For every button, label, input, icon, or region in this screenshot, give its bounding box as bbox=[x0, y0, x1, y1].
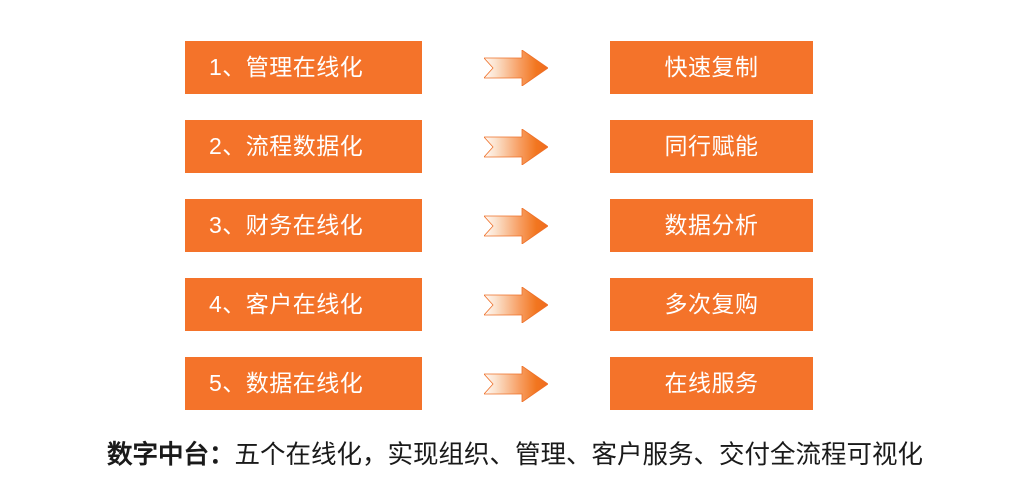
stage-box-right[interactable]: 数据分析 bbox=[610, 199, 813, 252]
flow-row: 5、数据在线化 在线服务 bbox=[185, 357, 813, 410]
stage-label-left: 1、管理在线化 bbox=[209, 54, 364, 80]
stage-box-left[interactable]: 2、流程数据化 bbox=[185, 120, 422, 173]
right-arrow-icon bbox=[422, 120, 610, 173]
caption: 数字中台：五个在线化，实现组织、管理、客户服务、交付全流程可视化 bbox=[0, 440, 1030, 471]
flow-row: 3、财务在线化 数据分析 bbox=[185, 199, 813, 252]
stage-box-left[interactable]: 3、财务在线化 bbox=[185, 199, 422, 252]
stage-label-left: 4、客户在线化 bbox=[209, 291, 364, 317]
right-arrow-icon bbox=[422, 199, 610, 252]
right-arrow-icon bbox=[422, 41, 610, 94]
stage-label-right: 在线服务 bbox=[664, 370, 759, 396]
stage-box-right[interactable]: 多次复购 bbox=[610, 278, 813, 331]
caption-body: 五个在线化，实现组织、管理、客户服务、交付全流程可视化 bbox=[234, 441, 924, 469]
stage-label-right: 快速复制 bbox=[664, 54, 759, 80]
right-arrow-icon bbox=[422, 357, 610, 410]
stage-box-right[interactable]: 在线服务 bbox=[610, 357, 813, 410]
stage-box-right[interactable]: 快速复制 bbox=[610, 41, 813, 94]
stage-box-left[interactable]: 1、管理在线化 bbox=[185, 41, 422, 94]
caption-title: 数字中台： bbox=[106, 441, 235, 469]
stage-label-right: 同行赋能 bbox=[664, 133, 759, 159]
stage-label-left: 3、财务在线化 bbox=[209, 212, 364, 238]
stage-box-right[interactable]: 同行赋能 bbox=[610, 120, 813, 173]
stage-label-right: 数据分析 bbox=[664, 212, 759, 238]
flow-row: 2、流程数据化 同行赋能 bbox=[185, 120, 813, 173]
stage-label-left: 5、数据在线化 bbox=[209, 370, 364, 396]
stage-label-right: 多次复购 bbox=[664, 291, 759, 317]
right-arrow-icon bbox=[422, 278, 610, 331]
stage-label-left: 2、流程数据化 bbox=[209, 133, 364, 159]
flow-row: 1、管理在线化 快速复制 bbox=[185, 41, 813, 94]
flow-row: 4、客户在线化 多次复购 bbox=[185, 278, 813, 331]
stage-box-left[interactable]: 4、客户在线化 bbox=[185, 278, 422, 331]
stage-box-left[interactable]: 5、数据在线化 bbox=[185, 357, 422, 410]
